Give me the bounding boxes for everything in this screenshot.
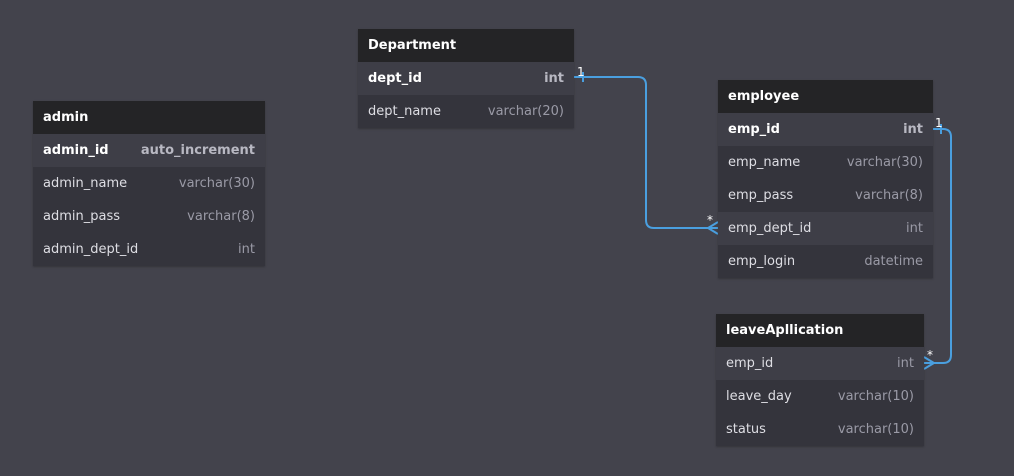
column-type: varchar(8) bbox=[187, 209, 255, 224]
table-leave-application[interactable]: leaveApllication emp_id int leave_day va… bbox=[716, 314, 924, 446]
column-type: int bbox=[238, 242, 255, 257]
column-row[interactable]: status varchar(10) bbox=[716, 413, 924, 446]
column-row[interactable]: emp_id int bbox=[718, 113, 933, 146]
column-type: varchar(20) bbox=[487, 104, 564, 119]
column-row[interactable]: dept_name varchar(20) bbox=[358, 95, 574, 128]
table-employee[interactable]: employee emp_id int emp_name varchar(30)… bbox=[718, 80, 933, 278]
column-type: varchar(10) bbox=[837, 389, 914, 404]
column-type: varchar(30) bbox=[846, 155, 923, 170]
table-admin[interactable]: admin admin_id auto_increment admin_name… bbox=[33, 101, 265, 266]
column-row[interactable]: emp_pass varchar(8) bbox=[718, 179, 933, 212]
column-name: admin_pass bbox=[43, 209, 120, 224]
column-type: int bbox=[544, 71, 564, 86]
cardinality-one-employee: 1 bbox=[935, 116, 943, 130]
column-row[interactable]: emp_login datetime bbox=[718, 245, 933, 278]
column-name: admin_id bbox=[43, 143, 109, 158]
column-type: int bbox=[903, 122, 923, 137]
column-name: emp_name bbox=[728, 155, 801, 170]
column-name: emp_login bbox=[728, 254, 796, 269]
column-row[interactable]: emp_id int bbox=[716, 347, 924, 380]
table-department[interactable]: Department dept_id int dept_name varchar… bbox=[358, 29, 574, 128]
column-name: dept_id bbox=[368, 71, 422, 86]
column-name: status bbox=[726, 422, 766, 437]
column-name: emp_dept_id bbox=[728, 221, 812, 236]
column-row[interactable]: leave_day varchar(10) bbox=[716, 380, 924, 413]
column-type: varchar(8) bbox=[855, 188, 923, 203]
column-row[interactable]: admin_dept_id int bbox=[33, 233, 265, 266]
column-row[interactable]: admin_name varchar(30) bbox=[33, 167, 265, 200]
column-name: emp_pass bbox=[728, 188, 794, 203]
column-type: varchar(10) bbox=[837, 422, 914, 437]
table-header-employee[interactable]: employee bbox=[718, 80, 933, 113]
column-name: emp_id bbox=[726, 356, 774, 371]
cardinality-many-employee: * bbox=[707, 213, 713, 227]
column-row[interactable]: dept_id int bbox=[358, 62, 574, 95]
cardinality-one-dept: 1 bbox=[577, 65, 585, 79]
cardinality-many-leave: * bbox=[927, 348, 933, 362]
table-header-leave-application[interactable]: leaveApllication bbox=[716, 314, 924, 347]
column-name: admin_dept_id bbox=[43, 242, 139, 257]
column-type: datetime bbox=[864, 254, 923, 269]
column-type: int bbox=[906, 221, 923, 236]
column-type: auto_increment bbox=[140, 143, 255, 158]
table-header-department[interactable]: Department bbox=[358, 29, 574, 62]
column-row[interactable]: emp_dept_id int bbox=[718, 212, 933, 245]
relation-line-dept-employee[interactable] bbox=[574, 76, 718, 229]
column-row[interactable]: admin_pass varchar(8) bbox=[33, 200, 265, 233]
table-header-admin[interactable]: admin bbox=[33, 101, 265, 134]
column-name: leave_day bbox=[726, 389, 792, 404]
column-row[interactable]: emp_name varchar(30) bbox=[718, 146, 933, 179]
column-name: admin_name bbox=[43, 176, 128, 191]
column-name: emp_id bbox=[728, 122, 780, 137]
column-name: dept_name bbox=[368, 104, 441, 119]
column-row[interactable]: admin_id auto_increment bbox=[33, 134, 265, 167]
column-type: int bbox=[897, 356, 914, 371]
column-type: varchar(30) bbox=[178, 176, 255, 191]
